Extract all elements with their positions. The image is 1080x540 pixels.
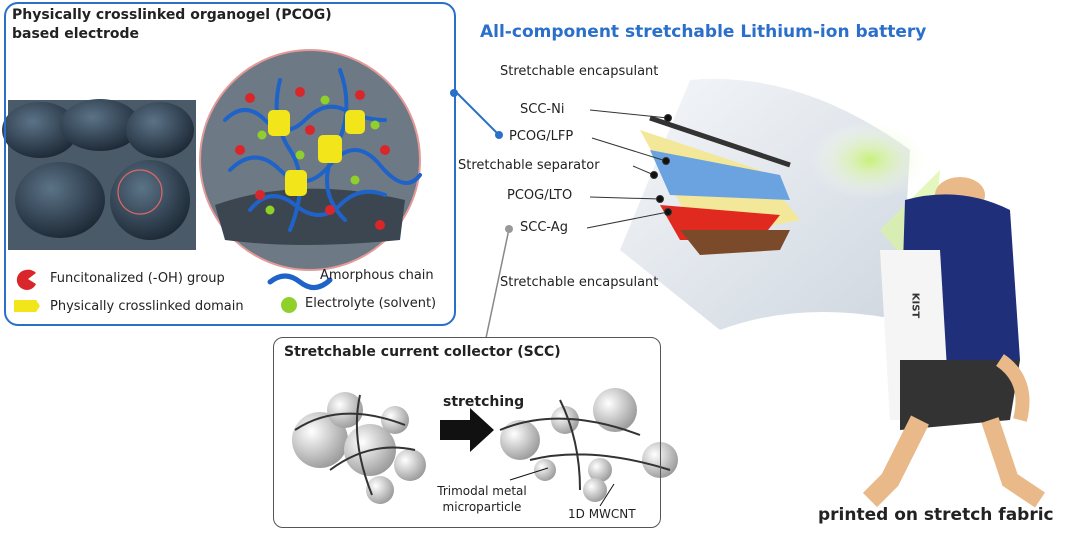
functional-group-icon [16, 269, 36, 290]
layer-label-scc-ag: SCC-Ag [520, 220, 568, 235]
stretching-arrow-icon [440, 408, 494, 452]
battery-title: All-component stretchable Lithium-ion ba… [480, 22, 927, 42]
connector-dot [495, 131, 503, 139]
pcog-title-line2: based electrode [12, 26, 140, 42]
particle-label-line2: microparticle [442, 500, 522, 514]
battery-stack-image [620, 78, 940, 330]
stretching-label: stretching [443, 394, 525, 410]
scc-unstretched-image [292, 392, 426, 504]
pcog-zoom-circle [199, 49, 422, 271]
scc-panel [273, 337, 661, 528]
sleeve-logo: KIST [909, 292, 921, 319]
layer-label-pcog-lto: PCOG/LTO [507, 188, 573, 203]
crosslinked-domain-icon [14, 300, 40, 312]
runner-figure-image [862, 177, 1045, 508]
layer-label-pcog-lfp: PCOG/LFP [509, 129, 574, 144]
layer-label-bottom-encapsulant: Stretchable encapsulant [500, 275, 659, 290]
legend-electrolyte: Electrolyte (solvent) [305, 296, 437, 311]
pcog-panel-title: Physically crosslinked organogel (PCOG) … [12, 6, 332, 44]
legend-functional-group: Funcitonalized (-OH) group [50, 271, 225, 286]
trimodal-particle-label: Trimodal metal microparticle [432, 483, 532, 515]
legend-crosslinked-domain: Physically crosslinked domain [50, 299, 244, 314]
pcog-panel [4, 2, 456, 326]
legend-icons [14, 269, 333, 313]
electrode-particles-image [2, 99, 196, 250]
amorphous-chain-icon [267, 273, 333, 290]
mwcnt-label: 1D MWCNT [568, 507, 636, 521]
layer-label-top-encapsulant: Stretchable encapsulant [500, 64, 659, 79]
layer-label-scc-ni: SCC-Ni [520, 102, 565, 117]
fabric-caption: printed on stretch fabric [818, 505, 1054, 525]
scc-stretched-image [499, 388, 678, 507]
layer-label-separator: Stretchable separator [458, 158, 600, 173]
legend-amorphous-chain: Amorphous chain [320, 268, 434, 283]
particle-label-line1: Trimodal metal [437, 484, 527, 498]
scc-panel-title: Stretchable current collector (SCC) [284, 344, 561, 360]
pcog-title-line1: Physically crosslinked organogel (PCOG) [12, 7, 332, 23]
electrolyte-icon [281, 297, 297, 313]
